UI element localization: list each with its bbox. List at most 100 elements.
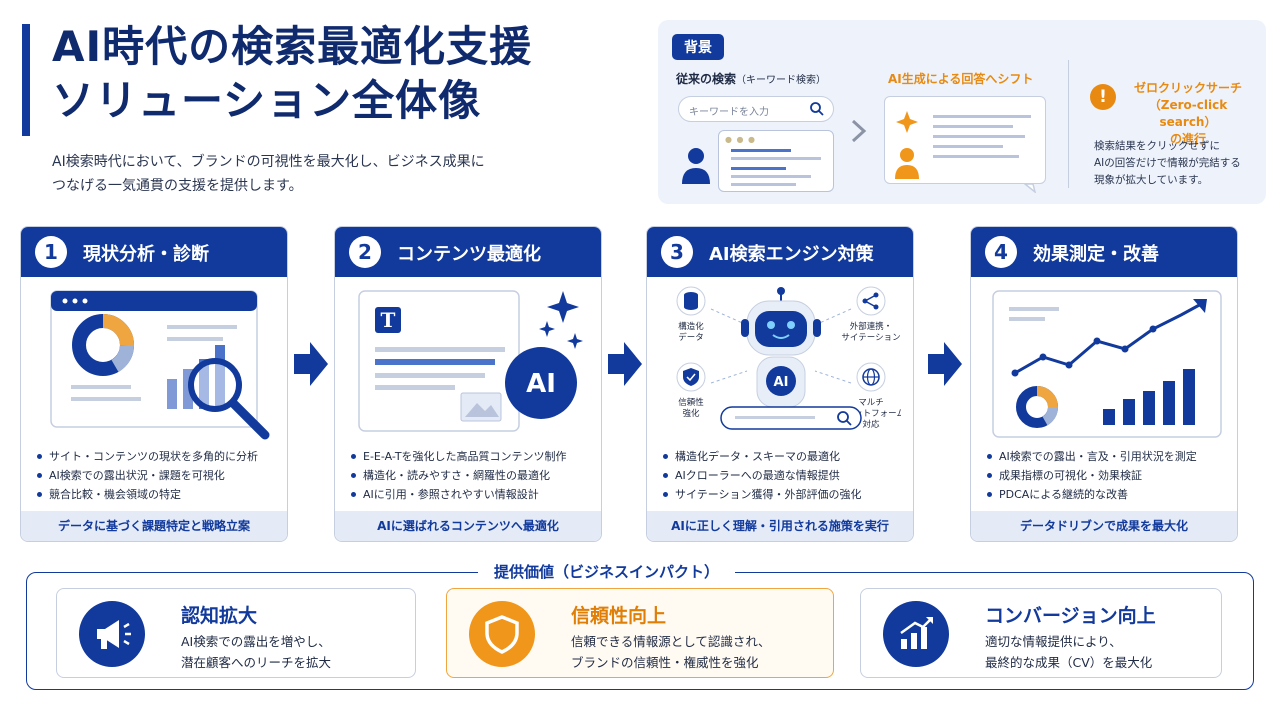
zero-click-title-line3: の進行 bbox=[1169, 132, 1206, 146]
arrow-right-icon bbox=[294, 342, 328, 386]
step-header-1: 1 現状分析・診断 bbox=[21, 227, 287, 277]
step-footer-2: AIに選ばれるコンテンツへ最適化 bbox=[335, 511, 601, 541]
search-placeholder: キーワードを入力 bbox=[689, 107, 769, 118]
label-multi-2: プラットフォーム bbox=[837, 409, 901, 419]
step-header-2: 2 コンテンツ最適化 bbox=[335, 227, 601, 277]
window-dots: ● ● ● bbox=[725, 135, 757, 144]
megaphone-icon bbox=[79, 601, 145, 667]
zero-click-title: ゼロクリックサーチ （Zero-click search） の進行 bbox=[1126, 80, 1250, 148]
label-citation-2: サイテーション bbox=[841, 333, 900, 343]
background-divider bbox=[1068, 60, 1069, 188]
step-number-3: 3 bbox=[661, 236, 693, 268]
value-card-conversion: コンバージョン向上 適切な情報提供により、 最終的な成果（CV）を最大化 bbox=[860, 588, 1222, 678]
bullet-item: AIに引用・参照されやすい情報設計 bbox=[349, 485, 595, 504]
value-desc-line1: 信頼できる情報源として認識され、 bbox=[571, 634, 771, 649]
zero-click-desc-line2: AIの回答だけで情報が完結する bbox=[1094, 157, 1241, 169]
step-title-1: 現状分析・診断 bbox=[83, 244, 209, 265]
value-desc-conversion: 適切な情報提供により、 最終的な成果（CV）を最大化 bbox=[985, 631, 1152, 673]
search-icon bbox=[837, 411, 849, 423]
step-title-4: 効果測定・改善 bbox=[1033, 244, 1159, 265]
robot-ai-label: AI bbox=[774, 375, 789, 390]
value-desc-awareness: AI検索での露出を増やし、 潜在顧客へのリーチを拡大 bbox=[181, 631, 331, 673]
bullet-item: AI検索での露出状況・課題を可視化 bbox=[35, 466, 281, 485]
warning-icon: ! bbox=[1090, 84, 1116, 110]
step-footer-4: データドリブンで成果を最大化 bbox=[971, 511, 1237, 541]
growth-chart-icon bbox=[883, 601, 949, 667]
measurement-illustration bbox=[992, 290, 1222, 438]
ai-engine-illustration: 構造化 データ 外部連携・ サイテーション 信頼性 強化 マルチ プラットフォー… bbox=[676, 286, 901, 430]
arrow-right-icon bbox=[928, 342, 962, 386]
bullet-item: 競合比較・機会領域の特定 bbox=[35, 485, 281, 504]
value-title-trust: 信頼性向上 bbox=[571, 605, 667, 627]
value-desc-line2: ブランドの信頼性・権威性を強化 bbox=[571, 655, 759, 670]
subtitle-line1: AI検索時代において、ブランドの可視性を最大化し、ビジネス成果に bbox=[52, 154, 485, 170]
label-trust-1: 信頼性 bbox=[678, 397, 704, 408]
value-desc-line1: 適切な情報提供により、 bbox=[985, 634, 1122, 649]
trend-line bbox=[1014, 301, 1204, 375]
page-title-line2: ソリューション全体像 bbox=[52, 76, 482, 125]
label-structured-1: 構造化 bbox=[678, 321, 704, 332]
background-panel: 背景 従来の検索（キーワード検索） キーワードを入力 ● ● ● AI生成による… bbox=[658, 20, 1266, 204]
value-desc-line2: 潜在顧客へのリーチを拡大 bbox=[181, 655, 332, 670]
step-bullets-3: 構造化データ・スキーマの最適化 AIクローラーへの最適な情報提供 サイテーション… bbox=[661, 447, 907, 504]
bullet-item: AI検索での露出・言及・引用状況を測定 bbox=[985, 447, 1231, 466]
traditional-search-title: 従来の検索 bbox=[676, 72, 737, 86]
doc-letter: T bbox=[381, 308, 396, 332]
step-title-3: AI検索エンジン対策 bbox=[709, 244, 874, 265]
step-card-2: 2 コンテンツ最適化 T AI E-E-A-Tを強化した高品質コンテンツ制作 構… bbox=[334, 226, 602, 542]
zero-click-title-line1: ゼロクリックサーチ bbox=[1133, 81, 1242, 95]
background-tag: 背景 bbox=[672, 34, 724, 60]
ai-answer-illustration bbox=[895, 111, 1037, 194]
ai-badge bbox=[505, 347, 577, 419]
step-footer-1: データに基づく課題特定と戦略立案 bbox=[21, 511, 287, 541]
title-accent-bar bbox=[22, 24, 30, 136]
search-results-window: ● ● ● bbox=[718, 130, 834, 192]
step-card-4: 4 効果測定・改善 AI検索での露出・言及・引用状況を測定 成果指標の可視化・効… bbox=[970, 226, 1238, 542]
search-icon bbox=[810, 102, 824, 116]
share-icon bbox=[856, 286, 886, 316]
label-citation-1: 外部連携・ bbox=[850, 321, 893, 332]
traditional-search-label: 従来の検索（キーワード検索） bbox=[676, 70, 826, 87]
content-illustration: T AI bbox=[358, 290, 583, 432]
step-number-1: 1 bbox=[35, 236, 67, 268]
bullet-item: サイト・コンテンツの現状を多角的に分析 bbox=[35, 447, 281, 466]
sparkle-icon bbox=[547, 291, 579, 323]
page-title-line1: AI時代の検索最適化支援 bbox=[52, 22, 533, 71]
step-bullets-1: サイト・コンテンツの現状を多角的に分析 AI検索での露出状況・課題を可視化 競合… bbox=[35, 447, 281, 504]
value-desc-line1: AI検索での露出を増やし、 bbox=[181, 634, 331, 649]
bullet-item: PDCAによる継続的な改善 bbox=[985, 485, 1231, 504]
step-card-1: 1 現状分析・診断 サイト・コンテンツの現状を多角的に分析 AI検索での露出状況… bbox=[20, 226, 288, 542]
bullet-item: 成果指標の可視化・効果検証 bbox=[985, 466, 1231, 485]
step-number-4: 4 bbox=[985, 236, 1017, 268]
results-lines bbox=[731, 149, 821, 186]
step-footer-3: AIに正しく理解・引用される施策を実行 bbox=[647, 511, 913, 541]
magnifier-icon bbox=[188, 358, 242, 412]
value-card-trust: 信頼性向上 信頼できる情報源として認識され、 ブランドの信頼性・権威性を強化 bbox=[446, 588, 834, 678]
value-desc-trust: 信頼できる情報源として認識され、 ブランドの信頼性・権威性を強化 bbox=[571, 631, 771, 673]
step-card-3: 3 AI検索エンジン対策 構造化 データ 外部連携・ サイテーション 信頼性 強… bbox=[646, 226, 914, 542]
label-structured-2: データ bbox=[678, 332, 704, 343]
analysis-illustration bbox=[50, 290, 270, 440]
label-multi-3: 対応 bbox=[862, 419, 880, 430]
value-section-title: 提供価値（ビジネスインパクト） bbox=[478, 561, 736, 582]
page-subtitle: AI検索時代において、ブランドの可視性を最大化し、ビジネス成果に つなげる一気通… bbox=[52, 150, 522, 198]
page-title: AI時代の検索最適化支援 ソリューション全体像 bbox=[52, 20, 532, 128]
chevron-right-icon bbox=[851, 119, 867, 143]
zero-click-desc-line3: 現象が拡大しています。 bbox=[1094, 174, 1209, 186]
zero-click-title-line2: （Zero-click search） bbox=[1148, 98, 1228, 129]
value-desc-line2: 最終的な成果（CV）を最大化 bbox=[985, 655, 1153, 670]
bullet-item: 構造化・読みやすさ・網羅性の最適化 bbox=[349, 466, 595, 485]
zero-click-description: 検索結果をクリックせずに AIの回答だけで情報が完結する 現象が拡大しています。 bbox=[1094, 138, 1254, 189]
value-card-awareness: 認知拡大 AI検索での露出を増やし、 潜在顧客へのリーチを拡大 bbox=[56, 588, 416, 678]
step-bullets-2: E-E-A-Tを強化した高品質コンテンツ制作 構造化・読みやすさ・網羅性の最適化… bbox=[349, 447, 595, 504]
traditional-search-sub: （キーワード検索） bbox=[736, 75, 827, 86]
user-icon bbox=[682, 148, 710, 184]
bullet-item: サイテーション獲得・外部評価の強化 bbox=[661, 485, 907, 504]
arrow-right-icon bbox=[608, 342, 642, 386]
step-number-2: 2 bbox=[349, 236, 381, 268]
ai-shift-label: AI生成による回答へシフト bbox=[888, 72, 1034, 86]
step-title-2: コンテンツ最適化 bbox=[397, 244, 541, 265]
bullet-item: 構造化データ・スキーマの最適化 bbox=[661, 447, 907, 466]
value-title-awareness: 認知拡大 bbox=[181, 605, 258, 627]
svg-text:AI: AI bbox=[526, 369, 556, 399]
